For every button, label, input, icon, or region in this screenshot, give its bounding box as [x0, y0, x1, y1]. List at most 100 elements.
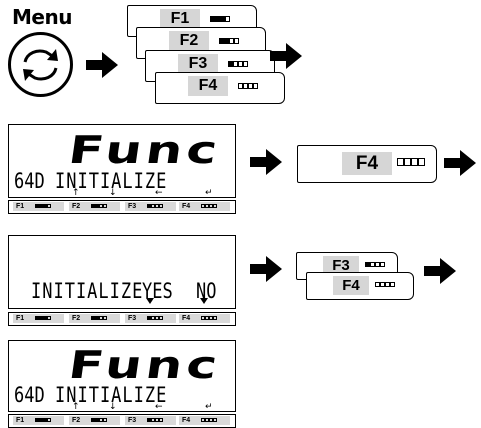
softkey-f2[interactable]: F2	[69, 416, 120, 425]
indicator-square-empty	[201, 204, 205, 208]
softkey-indicator	[35, 204, 51, 208]
softkey-f4[interactable]: F4	[179, 314, 230, 323]
indicator-square-filled	[43, 204, 47, 208]
up-arrow-mark: ↑	[72, 402, 80, 412]
softkey-f1[interactable]: F1	[13, 416, 64, 425]
softkey-f1[interactable]: F1	[13, 202, 64, 211]
softkey-label: F2	[72, 315, 81, 322]
menu-key-f4[interactable]: F4	[155, 72, 285, 104]
lcd-screen-func-result: Func 64D INITIALIZE ↑ ↓ ← ↵	[8, 340, 236, 412]
softkey-indicator	[201, 204, 217, 208]
indicator-square-filled	[365, 262, 370, 267]
indicator-square-empty	[99, 418, 103, 422]
indicator-square-empty	[99, 316, 103, 320]
key-indicator	[365, 262, 385, 267]
indicator-square-empty	[397, 158, 404, 166]
softkey-label: F2	[72, 203, 81, 210]
indicator-square-filled	[39, 316, 43, 320]
indicator-square-empty	[229, 38, 234, 44]
softkey-indicator	[201, 316, 217, 320]
indicator-square-filled	[35, 316, 39, 320]
indicator-square-empty	[209, 316, 213, 320]
indicator-square-empty	[213, 316, 217, 320]
softkey-indicator	[35, 418, 51, 422]
softkey-f2[interactable]: F2	[69, 314, 120, 323]
function-key-bar: F1 F2 F3 F4	[8, 312, 236, 326]
softkey-indicator	[147, 316, 163, 320]
softkey-f3[interactable]: F3	[125, 314, 176, 323]
softkey-f2[interactable]: F2	[69, 202, 120, 211]
indicator-square-empty	[209, 204, 213, 208]
lcd-screen-confirm: INITIALIZE YES NO	[8, 235, 236, 309]
flow-arrow	[270, 43, 302, 69]
indicator-square-filled	[219, 38, 224, 44]
softkey-f1[interactable]: F1	[13, 314, 64, 323]
softkey-f3[interactable]: F3	[125, 416, 176, 425]
softkey-label: F3	[128, 203, 137, 210]
function-key-bar: F1 F2 F3 F4	[8, 200, 236, 214]
indicator-square-filled	[35, 204, 39, 208]
initialize-prompt: INITIALIZE	[31, 279, 144, 304]
indicator-square-filled	[39, 204, 43, 208]
indicator-square-filled	[95, 316, 99, 320]
key-label: F3	[178, 54, 218, 74]
indicator-square-empty	[205, 204, 209, 208]
key-label: F4	[333, 276, 369, 295]
softkey-label: F1	[16, 203, 25, 210]
f4-key[interactable]: F4	[297, 145, 437, 183]
indicator-square-empty	[159, 204, 163, 208]
enter-mark: ↵	[205, 402, 213, 412]
softkey-indicator	[35, 316, 51, 320]
indicator-square-empty	[201, 418, 205, 422]
no-pointer-icon	[200, 298, 208, 304]
softkey-indicator	[201, 418, 217, 422]
indicator-square-empty	[151, 418, 155, 422]
left-arrow-mark: ←	[155, 188, 163, 198]
softkey-label: F4	[182, 315, 191, 322]
confirm-key-f4[interactable]: F4	[306, 272, 414, 300]
indicator-square-empty	[159, 316, 163, 320]
softkey-f4[interactable]: F4	[179, 202, 230, 211]
down-arrow-mark: ↓	[109, 188, 117, 198]
left-arrow-mark: ←	[155, 402, 163, 412]
indicator-square-filled	[91, 316, 95, 320]
key-indicator	[219, 38, 239, 44]
indicator-square-filled	[147, 316, 151, 320]
indicator-square-filled	[224, 38, 229, 44]
no-option: NO	[196, 279, 217, 304]
softkey-label: F4	[182, 417, 191, 424]
indicator-square-empty	[155, 316, 159, 320]
lcd-screen-func: Func 64D INITIALIZE ↑ ↓ ← ↵	[8, 124, 236, 198]
indicator-square-empty	[159, 418, 163, 422]
indicator-square-filled	[147, 204, 151, 208]
indicator-square-filled	[95, 418, 99, 422]
indicator-square-filled	[35, 418, 39, 422]
flow-arrow	[424, 258, 456, 284]
f4-key-label: F4	[342, 152, 392, 175]
menu-code: 64D	[14, 383, 45, 408]
softkey-label: F3	[128, 417, 137, 424]
indicator-square-empty	[375, 282, 380, 287]
down-arrow-mark: ↓	[109, 402, 117, 412]
menu-button[interactable]	[8, 32, 73, 97]
indicator-square-empty	[390, 282, 395, 287]
indicator-square-filled	[91, 204, 95, 208]
softkey-label: F1	[16, 417, 25, 424]
indicator-square-empty	[248, 83, 253, 89]
indicator-square-empty	[253, 83, 258, 89]
indicator-square-empty	[243, 83, 248, 89]
key-label: F3	[323, 256, 359, 275]
indicator-square-empty	[238, 83, 243, 89]
indicator-square-empty	[233, 61, 238, 67]
indicator-square-empty	[47, 418, 51, 422]
f4-key-indicator	[397, 158, 425, 166]
softkey-label: F1	[16, 315, 25, 322]
softkey-indicator	[91, 204, 107, 208]
yes-pointer-icon	[146, 298, 154, 304]
indicator-square-empty	[385, 282, 390, 287]
softkey-f3[interactable]: F3	[125, 202, 176, 211]
softkey-f4[interactable]: F4	[179, 416, 230, 425]
indicator-square-empty	[103, 316, 107, 320]
indicator-square-empty	[99, 204, 103, 208]
key-label: F4	[188, 76, 228, 96]
